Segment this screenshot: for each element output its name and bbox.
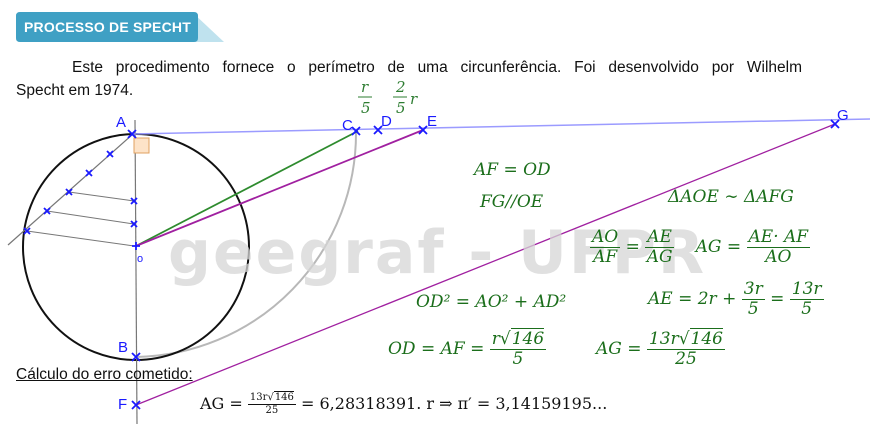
tick-4 <box>43 207 51 215</box>
arc-od <box>135 130 358 358</box>
tangent-line-ag <box>131 118 870 135</box>
tick-1 <box>106 150 114 158</box>
parallel-2 <box>46 210 135 225</box>
point-g-marker <box>830 119 840 129</box>
ag-eq-label: AG = <box>695 237 742 257</box>
point-e-marker <box>418 125 428 135</box>
tick-6 <box>130 197 138 205</box>
frac-2r5-r: r <box>410 90 418 108</box>
segment-oc <box>135 130 359 247</box>
frac-2r5-den: 5 <box>396 99 406 117</box>
frac-2r5-num: 2 <box>395 78 406 96</box>
point-b-marker <box>131 352 141 362</box>
vertical-axis <box>134 119 138 424</box>
frac-r5-num: r <box>361 78 369 96</box>
point-c-label: C <box>342 117 353 134</box>
right-angle-mark <box>133 137 150 154</box>
point-e-label: E <box>427 113 437 130</box>
segment-fg <box>135 123 836 406</box>
tick-7 <box>130 220 138 228</box>
formula-fg-parallel-oe: FG//OE <box>480 192 544 212</box>
tick-5 <box>23 227 31 235</box>
intro-paragraph: Este procedimento fornece o perímetro de… <box>16 56 802 102</box>
formula-pythagoras: OD² = AO² + AD² <box>416 292 567 312</box>
segment-oe <box>135 129 424 247</box>
frac-r5-den: 5 <box>361 99 371 117</box>
point-a-label: A <box>116 114 126 131</box>
point-d-marker <box>373 125 383 135</box>
intro-line-2: Specht em 1974. <box>16 82 134 99</box>
point-o-label: o <box>137 253 143 265</box>
point-markers <box>23 119 840 410</box>
parallel-1 <box>68 191 135 202</box>
formula-af-od: AF = OD <box>474 160 551 180</box>
point-d-label: D <box>381 113 392 130</box>
section-title: PROCESSO DE SPECHT <box>24 19 191 35</box>
point-o-marker <box>132 242 140 250</box>
error-calc-label: Cálculo do erro cometido: <box>16 366 193 383</box>
tick-3 <box>65 188 73 196</box>
point-f-label: F <box>118 396 127 413</box>
point-b-label: B <box>118 339 128 356</box>
intro-line-1: Este procedimento fornece o perímetro de… <box>72 59 802 76</box>
tick-2 <box>85 169 93 177</box>
point-a-marker <box>127 129 137 139</box>
parallel-3 <box>26 230 135 247</box>
point-g-label: G <box>837 107 849 124</box>
watermark: geegraf - UFPR <box>168 218 707 288</box>
section-title-tab: PROCESSO DE SPECHT <box>16 12 224 42</box>
point-f-marker <box>131 400 141 410</box>
formula-similar-triangles: ΔAOE ∼ ΔAFG <box>668 187 794 207</box>
point-c-marker <box>351 126 361 136</box>
title-tab-shape <box>16 12 224 42</box>
